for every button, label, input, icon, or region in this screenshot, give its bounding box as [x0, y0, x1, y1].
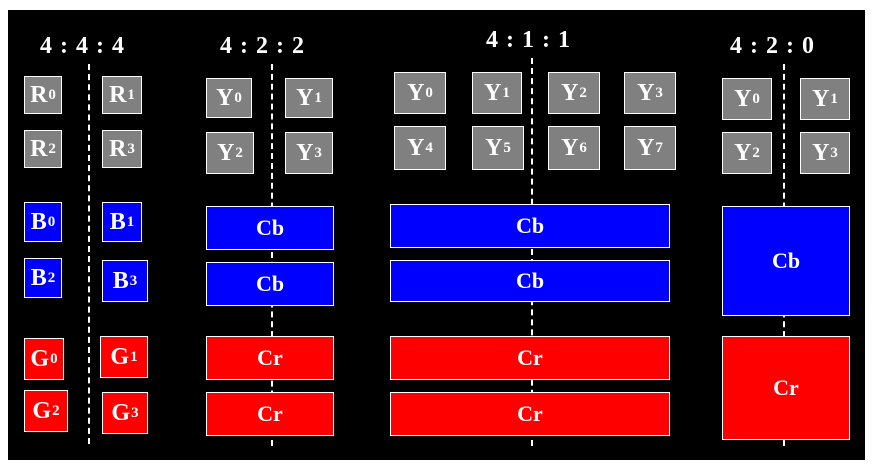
sample-411-cr-2: Cr [390, 392, 670, 436]
subscript-index: 1 [127, 86, 135, 103]
subscript-index: 2 [48, 140, 56, 157]
divider-422 [271, 64, 273, 446]
subscript-index: 1 [314, 89, 322, 106]
title-444: 4 : 4 : 4 [40, 33, 125, 59]
title-422: 4 : 2 : 2 [220, 33, 305, 59]
subscript-index: 0 [425, 84, 433, 101]
subscript-index: 1 [130, 348, 138, 365]
subscript-index: 1 [830, 90, 838, 107]
sample-420-cr: Cr [722, 336, 850, 440]
sample-422-cb-1: Cb [206, 206, 334, 250]
subscript-index: 3 [127, 140, 135, 157]
sample-411-cb-2: Cb [390, 260, 670, 302]
subscript-index: 6 [579, 139, 587, 156]
subscript-index: 0 [47, 213, 56, 230]
subscript-index: 1 [502, 84, 510, 101]
subscript-index: 0 [48, 86, 56, 103]
sample-422-cb-2: Cb [206, 262, 334, 306]
subscript-index: 2 [52, 402, 60, 419]
subscript-index: 1 [126, 213, 135, 230]
sample-411-cr-1: Cr [390, 336, 670, 380]
subscript-index: 2 [579, 84, 587, 101]
subscript-index: 0 [50, 350, 58, 367]
subscript-index: 0 [234, 89, 242, 106]
subscript-index: 3 [129, 272, 138, 289]
subscript-index: 3 [131, 404, 139, 421]
chroma-subsampling-diagram: 4 : 4 : 4 4 : 2 : 2 4 : 1 : 1 4 : 2 : 0 … [8, 10, 865, 460]
subscript-index: 7 [655, 139, 663, 156]
sample-422-cr-1: Cr [206, 336, 334, 380]
subscript-index: 4 [425, 139, 433, 156]
title-420: 4 : 2 : 0 [730, 33, 815, 59]
divider-444 [88, 64, 90, 444]
subscript-index: 0 [752, 90, 760, 107]
sample-420-cb: Cb [722, 206, 850, 316]
divider-411 [531, 58, 533, 446]
subscript-index: 5 [503, 139, 511, 156]
subscript-index: 3 [314, 144, 322, 161]
subscript-index: 3 [655, 84, 663, 101]
subscript-index: 2 [752, 144, 760, 161]
sample-422-cr-2: Cr [206, 392, 334, 436]
subscript-index: 3 [830, 144, 838, 161]
subscript-index: 2 [47, 269, 56, 286]
sample-411-cb-1: Cb [390, 204, 670, 248]
subscript-index: 2 [235, 144, 243, 161]
title-411: 4 : 1 : 1 [486, 27, 571, 53]
